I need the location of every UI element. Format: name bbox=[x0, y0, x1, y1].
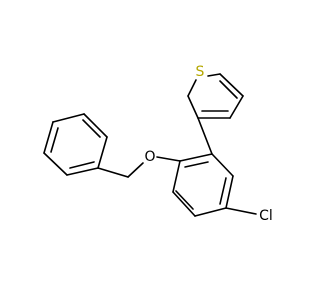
benzyloxy-linker bbox=[97, 156, 181, 178]
atom-label-chlorine: Cl bbox=[259, 208, 273, 224]
thiophene-ring bbox=[187, 73, 244, 119]
atom-label-oxygen: O bbox=[144, 149, 155, 165]
bond-b6-b1-double bbox=[69, 161, 95, 169]
bond-a6-a1 bbox=[179, 153, 213, 162]
bond-a2-a3 bbox=[225, 175, 234, 209]
bond-b2-b3-double bbox=[82, 119, 101, 138]
bond-c2-c3 bbox=[219, 73, 244, 97]
bond-thiophene-link bbox=[197, 117, 213, 155]
bond-c5-c1 bbox=[187, 95, 199, 119]
molecule-structure-diagram: S O Cl bbox=[43, 64, 273, 224]
bond-c3-c4 bbox=[229, 95, 244, 119]
bond-b1-b2 bbox=[97, 136, 108, 169]
bond-a6-a1-double bbox=[184, 161, 209, 168]
bond-s-c2 bbox=[207, 73, 221, 77]
bond-a6-o bbox=[156, 156, 181, 162]
bond-ch2-b1 bbox=[97, 167, 129, 178]
bond-b6-b1 bbox=[66, 167, 99, 176]
bond-c2-c3-double bbox=[219, 80, 238, 99]
bond-b4-b5 bbox=[43, 121, 54, 154]
sulfur-label: S bbox=[196, 64, 205, 80]
bond-c1-s bbox=[187, 79, 197, 97]
chlorophenyl-ring bbox=[172, 117, 257, 217]
bond-o-ch2 bbox=[127, 162, 144, 178]
bond-a1-a2 bbox=[211, 153, 234, 177]
bond-b5-b6 bbox=[43, 152, 68, 176]
bond-a2-a3-double bbox=[219, 177, 227, 205]
bond-a5-a6 bbox=[172, 160, 181, 193]
bond-b4-b5-double bbox=[50, 127, 59, 153]
bond-a4-a5 bbox=[172, 191, 196, 217]
benzyl-ring bbox=[43, 113, 108, 176]
bond-b3-b4 bbox=[52, 113, 85, 123]
atom-label-sulfur: S bbox=[196, 64, 205, 80]
bond-a3-a4 bbox=[194, 207, 227, 217]
bond-b2-b3 bbox=[83, 113, 108, 138]
bond-a4-a5-double bbox=[175, 190, 194, 210]
chlorine-label: Cl bbox=[259, 208, 273, 224]
bond-a3-cl bbox=[225, 207, 257, 215]
oxygen-label: O bbox=[144, 149, 155, 165]
